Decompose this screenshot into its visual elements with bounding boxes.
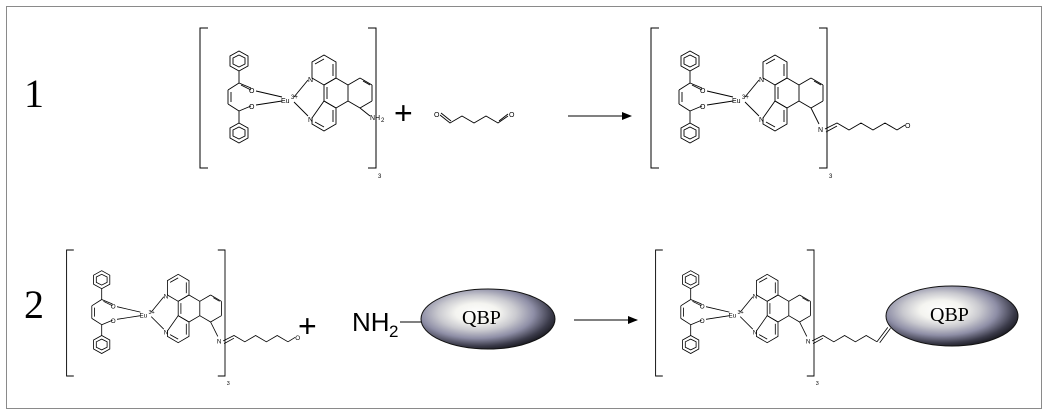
imine-nitrogen-label: N <box>217 339 222 346</box>
nitrogen-label: N <box>308 77 313 84</box>
step-number-1: 1 <box>24 71 44 116</box>
oxygen-label: O <box>295 335 300 342</box>
plus-sign: + <box>298 308 317 344</box>
nitrogen-label: N <box>164 294 169 301</box>
ligand-count-subscript: 3 <box>378 174 382 180</box>
nitrogen-label: N <box>759 117 764 124</box>
nitrogen-label: N <box>753 330 758 337</box>
qbp-label: QBP <box>930 304 969 326</box>
reactant-amino-qbp: NH 2 QBP <box>352 288 556 350</box>
ligand-count-subscript: 3 <box>829 174 833 180</box>
oxygen-label: O <box>700 104 706 111</box>
nitrogen-label: N <box>308 117 313 124</box>
product-qbp-linkage: N- QBP <box>885 285 1019 347</box>
oxygen-label: O <box>700 88 706 95</box>
metal-label: Eu <box>281 98 290 105</box>
ligand-count-subscript: 3 <box>816 381 819 387</box>
metal-label: Eu <box>732 98 741 105</box>
plus-sign: + <box>394 95 413 131</box>
step-number-2: 2 <box>24 282 44 327</box>
nitrogen-label: N <box>759 77 764 84</box>
amine-subscript: 2 <box>381 118 385 124</box>
qbp-protein-ellipse <box>885 285 1019 347</box>
reactant-glutaraldehyde: O O <box>434 112 515 124</box>
reaction-arrow-1 <box>568 112 632 120</box>
amine-subscript: 2 <box>389 322 398 341</box>
reactant-eu-imine-aldehyde-complex: O O Eu 3+ N N N O 3 <box>66 249 300 387</box>
imine-nitrogen-label: N <box>818 127 823 134</box>
amine-label: NH <box>352 307 390 337</box>
ligand-count-subscript: 3 <box>227 381 230 387</box>
reactant-eu-amino-complex: O O Eu 3+ N N NH 2 3 <box>199 27 385 180</box>
oxygen-label: O <box>111 318 116 325</box>
metal-charge: 3+ <box>149 310 155 316</box>
oxygen-label: O <box>509 112 515 119</box>
metal-label: Eu <box>140 313 148 320</box>
metal-charge: 3+ <box>291 95 298 101</box>
reaction-arrow-2 <box>574 316 638 324</box>
imine-nitrogen-label: N <box>806 339 811 346</box>
oxygen-label: O <box>249 104 255 111</box>
oxygen-label: O <box>111 304 116 311</box>
product-eu-qbp-conjugate: O O Eu 3+ N N N 3 <box>655 249 891 387</box>
oxygen-label: O <box>700 318 705 325</box>
oxygen-label: O <box>905 123 911 130</box>
amine-label: NH <box>370 115 380 122</box>
qbp-label: QBP <box>462 307 501 329</box>
nitrogen-label: N <box>164 330 169 337</box>
metal-label: Eu <box>729 313 737 320</box>
metal-charge: 3+ <box>738 310 744 316</box>
oxygen-label: O <box>434 112 440 119</box>
product-eu-imine-aldehyde-complex: O O Eu 3+ N N N O 3 <box>650 27 911 180</box>
qbp-protein-ellipse <box>420 288 556 350</box>
nitrogen-label: N <box>753 294 758 301</box>
diagram-frame <box>6 6 1042 409</box>
oxygen-label: O <box>700 304 705 311</box>
oxygen-label: O <box>249 88 255 95</box>
metal-charge: 3+ <box>742 95 749 101</box>
